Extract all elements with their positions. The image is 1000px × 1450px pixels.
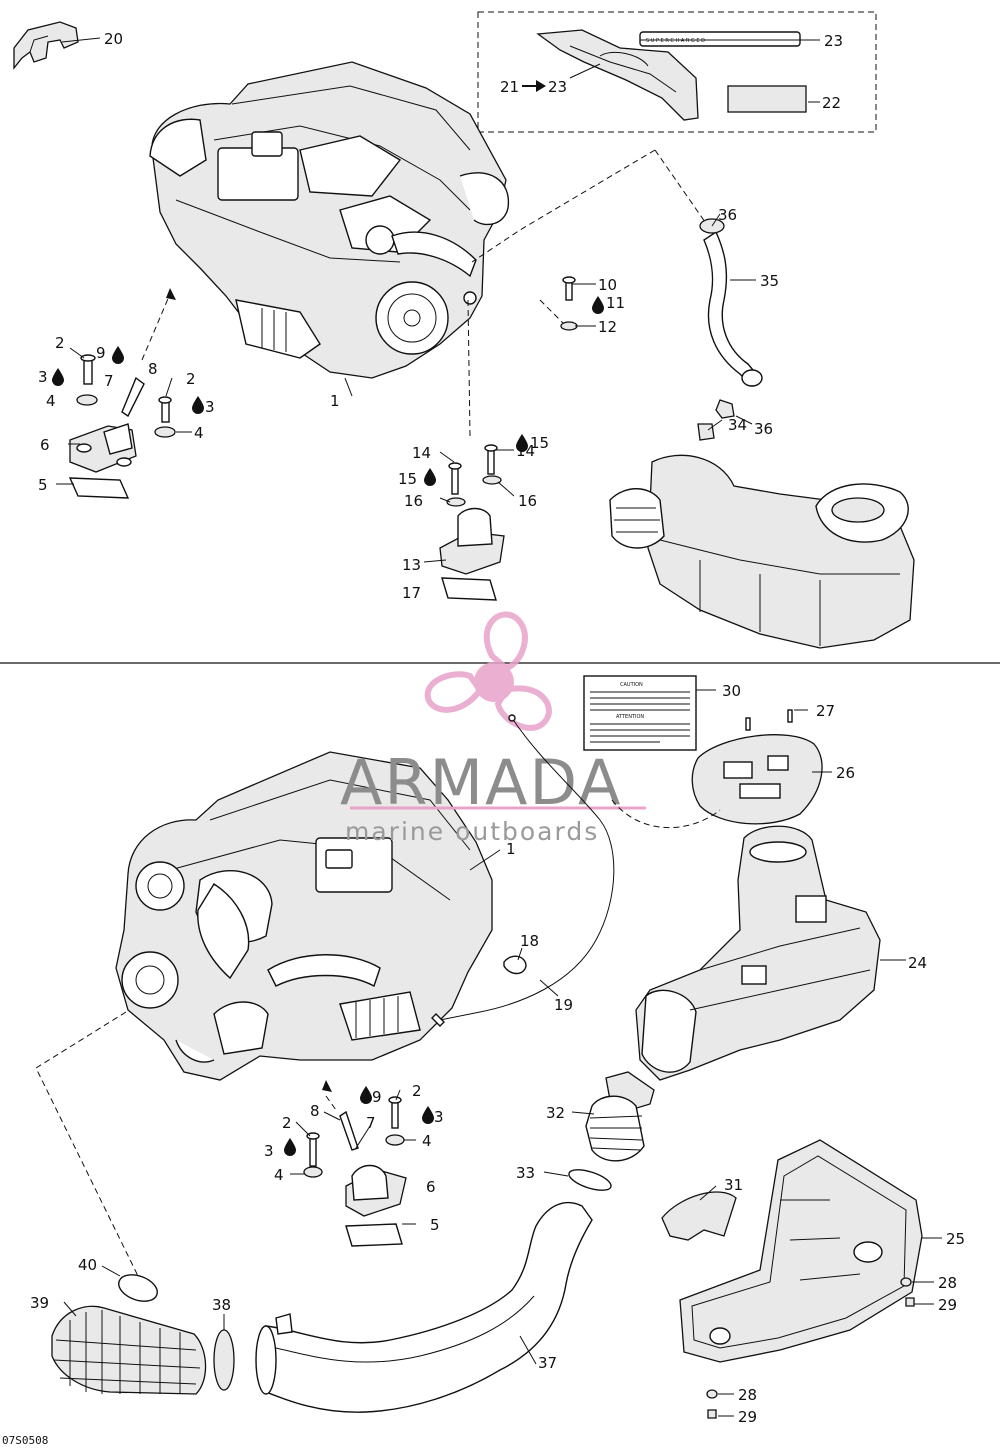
callout-b28b: 28 [738, 1386, 757, 1404]
callout-t10: 10 [598, 276, 617, 294]
callout-b26: 26 [836, 764, 855, 782]
callout-t23: 23 [824, 32, 843, 50]
callout-t7: 7 [104, 372, 114, 390]
diagram-code: 07S0508 [2, 1434, 48, 1447]
sealing-ring [213, 1329, 235, 1391]
top-airbox [609, 454, 915, 649]
callout-b18: 18 [520, 932, 539, 950]
bottom-engine [115, 751, 493, 1081]
callout-b4: 4 [422, 1132, 432, 1150]
callout-b3: 3 [434, 1108, 444, 1126]
intake-tube [255, 1201, 593, 1413]
silencer-cover [691, 709, 823, 825]
callout-t15b: 15 [530, 434, 549, 452]
callout-t1: 1 [330, 392, 340, 410]
throttle-cable [431, 714, 615, 1027]
callout-b28: 28 [938, 1274, 957, 1292]
callout-b32: 32 [546, 1104, 565, 1122]
callout-t5: 5 [38, 476, 48, 494]
callout-b19: 19 [554, 996, 573, 1014]
callout-t20: 20 [104, 30, 123, 48]
callout-t14: 14 [412, 444, 431, 462]
callout-t2: 2 [55, 334, 65, 352]
callout-b6: 6 [426, 1178, 436, 1196]
flame-arrester [51, 1274, 207, 1395]
watermark-tagline: marine outboards [345, 817, 599, 846]
callout-t15: 15 [398, 470, 417, 488]
caution-decal: CAUTION ATTENTION [583, 675, 697, 751]
decal-inset-box [477, 11, 877, 133]
callout-b4b: 4 [274, 1166, 284, 1184]
callout-t4b: 4 [194, 424, 204, 442]
hardware-top-right [560, 276, 578, 331]
callout-b1: 1 [506, 840, 516, 858]
callout-b39: 39 [30, 1294, 49, 1312]
callout-b5: 5 [430, 1216, 440, 1234]
callout-b38: 38 [212, 1296, 231, 1314]
small-cover [661, 1191, 737, 1241]
callout-t36: 36 [718, 206, 737, 224]
oil-drop-markers [52, 296, 604, 1156]
callout-b33: 33 [516, 1164, 535, 1182]
callout-t3b: 3 [205, 398, 215, 416]
callout-b2: 2 [412, 1082, 422, 1100]
airbox-housing [635, 825, 881, 1081]
top-leaders [56, 37, 820, 563]
callout-b25: 25 [946, 1230, 965, 1248]
watermark-propeller [424, 611, 552, 731]
callout-b8: 8 [310, 1102, 320, 1120]
callout-b29b: 29 [738, 1408, 757, 1426]
callout-b3b: 3 [264, 1142, 274, 1160]
callout-t16b: 16 [518, 492, 537, 510]
intake-coupling [568, 1071, 655, 1191]
decal-panel [536, 29, 807, 121]
decal-23-text: S U P E R C H A R G E D [646, 38, 705, 44]
callout-b37: 37 [538, 1354, 557, 1372]
top-section: S U P E R C H A R G E D [13, 11, 915, 649]
arrow-21-23-head [536, 80, 546, 92]
callout-b7: 7 [366, 1114, 376, 1132]
callout-t9: 9 [96, 344, 106, 362]
clip-part [13, 21, 79, 70]
callout-t21: 21 [500, 78, 519, 96]
callout-b24: 24 [908, 954, 927, 972]
callout-t8: 8 [148, 360, 158, 378]
mount-left-top [68, 354, 176, 499]
bottom-leaders [63, 689, 942, 1417]
callout-t3: 3 [38, 368, 48, 386]
callout-b31: 31 [724, 1176, 743, 1194]
callout-t4: 4 [46, 392, 56, 410]
top-engine [149, 61, 510, 379]
callout-t16: 16 [404, 492, 423, 510]
callout-b40: 40 [78, 1256, 97, 1274]
callout-t23b: 23 [548, 78, 567, 96]
callout-t13: 13 [402, 556, 421, 574]
bottom-section: CAUTION ATTENTION [35, 611, 942, 1419]
callout-b30: 30 [722, 682, 741, 700]
breather-hose [697, 218, 763, 441]
attention-title: ATTENTION [616, 714, 644, 720]
callout-t11: 11 [606, 294, 625, 312]
callout-t36b: 36 [754, 420, 773, 438]
callout-t17: 17 [402, 584, 421, 602]
callout-b2b: 2 [282, 1114, 292, 1132]
caution-title: CAUTION [620, 682, 643, 688]
callout-b29: 29 [938, 1296, 957, 1314]
callout-t34: 34 [728, 416, 747, 434]
callout-t35: 35 [760, 272, 779, 290]
callout-t12: 12 [598, 318, 617, 336]
callout-t6: 6 [40, 436, 50, 454]
callout-b9: 9 [372, 1088, 382, 1106]
callout-t2b: 2 [186, 370, 196, 388]
callout-t22: 22 [822, 94, 841, 112]
callout-b27: 27 [816, 702, 835, 720]
air-tray [679, 1139, 923, 1419]
mount-center-top [439, 444, 505, 601]
